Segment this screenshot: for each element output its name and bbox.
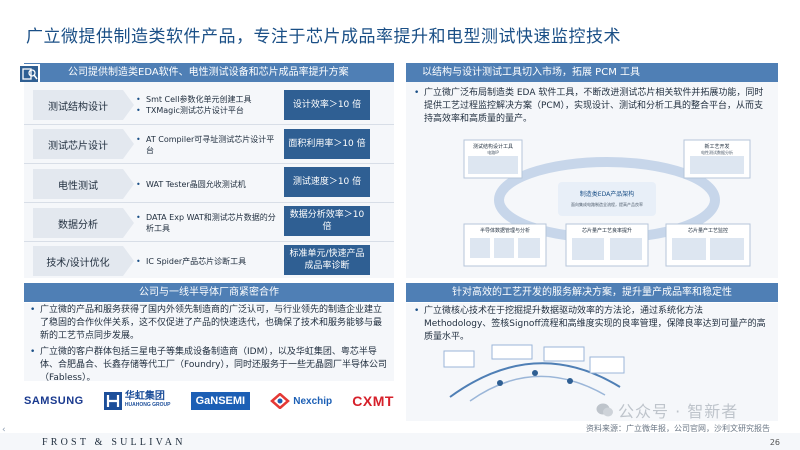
row-label-data-analysis: 数据分析 [33, 208, 134, 238]
metric-test-speed: 测试速度＞10 倍 [284, 167, 370, 197]
watermark: 公众号 · 智新者 [596, 398, 738, 422]
process-point [532, 370, 538, 376]
mini-chart [468, 156, 518, 174]
bullet-dot: • [414, 88, 420, 98]
diagram-label-top-right-sub: 电性测试数据分析 [701, 149, 733, 155]
process-node [491, 344, 533, 360]
right-top-paragraph: • 广立微广泛布局制造类 EDA 软件工具，不断改进测试芯片相关软件并拓展功能，… [414, 88, 764, 124]
left-bottom-panel [24, 303, 394, 381]
page-number: 26 [769, 438, 780, 447]
diagram-label-top-left: 测试结构设计工具 [473, 143, 513, 150]
mini-chart [610, 238, 642, 260]
left-top-header: 公司提供制造类EDA软件、电性测试设备和芯片成品率提升方案 [24, 63, 394, 82]
logo-huahong: 华虹集团 HUAHONG GROUP [103, 392, 170, 410]
process-arc [449, 362, 621, 398]
diagram-label-bottom-right: 芯片量产工艺监控 [688, 227, 728, 234]
diagram-label-bottom-left: 半导体数据管理与分析 [480, 227, 530, 234]
wechat-icon [596, 403, 613, 417]
row-bullets-test-chip: AT Compiler可寻址测试芯片设计平台 [136, 134, 282, 156]
mini-chart [690, 156, 744, 174]
footer-bar [0, 433, 800, 450]
right-top-header: 以结构与设计测试工具切入市场，拓展 PCM 工具 [406, 63, 778, 82]
bullet-dot: • [30, 305, 36, 315]
search-document-icon [18, 64, 40, 84]
eda-architecture-diagram: 测试结构设计工具 电路IP 新工艺开发 电性测试数据分析 制造类EDA产品架构 … [463, 139, 751, 267]
right-bottom-header: 针对高效的工艺开发的服务解决方案，提升量产成品率和稳定性 [406, 283, 778, 302]
mini-chart [518, 238, 540, 258]
metric-area-utilization: 面积利用率＞10 倍 [284, 129, 370, 159]
metric-design-efficiency: 设计效率＞10 倍 [284, 90, 370, 120]
bullet-dot: • [414, 306, 420, 316]
process-node [443, 350, 475, 368]
logo-gansemi: GaNSEMI [190, 392, 251, 410]
row-divider [24, 163, 394, 164]
row-bullets-data-analysis: DATA Exp WAT和测试芯片数据的分析工具 [136, 212, 282, 234]
left-bottom-header: 公司与一线半导体厂商紧密合作 [24, 283, 394, 302]
row-divider [24, 124, 394, 125]
bullet-dot: • [30, 347, 36, 357]
chevron-left-icon[interactable]: ‹ [2, 425, 6, 435]
row-divider [24, 241, 394, 242]
mini-chart [470, 238, 490, 258]
mini-chart [572, 238, 604, 260]
row-label-electrical-test: 电性测试 [33, 169, 134, 199]
row-bullets-electrical-test: WAT Tester晶圆允收测试机 [136, 179, 282, 190]
diagram-label-top-right: 新工艺开发 [704, 143, 729, 150]
diagram-label-top-left-sub: 电路IP [487, 149, 499, 155]
bullet-item: IC Spider产品芯片诊断工具 [136, 256, 282, 267]
right-bottom-paragraph: • 广立微核心技术在于挖掘提升数据驱动效率的方法论，通过系统化方法 Method… [414, 306, 766, 342]
footer-brand: FROST & SULLIVAN [42, 437, 186, 448]
bullet-item: Smt Cell参数化单元创建工具 [136, 94, 282, 105]
yield-process-diagram [443, 344, 625, 402]
mini-chart [494, 238, 514, 258]
diagram-label-center: 制造类EDA产品架构 [580, 190, 634, 198]
bullet-item: AT Compiler可寻址测试芯片设计平台 [136, 134, 282, 156]
logo-nexchip: Nexchip [270, 393, 332, 409]
diagram-label-bottom-mid: 芯片量产工艺良率提升 [582, 227, 632, 234]
customer-logos: SAMSUNG 华虹集团 HUAHONG GROUP GaNSEMI Nexch… [24, 388, 394, 414]
row-divider [24, 202, 394, 203]
process-node [543, 346, 585, 362]
row-label-tech-design-opt: 技术/设计优化 [33, 246, 134, 276]
process-arc-inner [469, 375, 606, 402]
mini-chart [710, 238, 744, 260]
process-node [589, 356, 625, 374]
metric-analysis-efficiency: 数据分析效率＞10 倍 [284, 206, 370, 236]
left-bottom-paragraph-2: • 广立微的客户群体包括三星电子等集成设备制造商（IDM），以及华虹集团、粤芯半… [30, 347, 388, 383]
page-title: 广立微提供制造类软件产品，专注于芯片成品率提升和电型测试快速监控技术 [26, 27, 621, 47]
source-note: 资料来源：广立微年报，公司官网，沙利文研究报告 [586, 424, 770, 433]
row-label-test-chip: 测试芯片设计 [33, 129, 134, 159]
huahong-emblem-icon [103, 392, 122, 410]
logo-samsung: SAMSUNG [24, 395, 84, 407]
bullet-item: DATA Exp WAT和测试芯片数据的分析工具 [136, 212, 282, 234]
row-bullets-test-structure: Smt Cell参数化单元创建工具 TXMagic测试芯片设计平台 [136, 94, 282, 116]
row-label-test-structure: 测试结构设计 [33, 90, 134, 120]
bullet-item: TXMagic测试芯片设计平台 [136, 105, 282, 116]
metric-yield-diagnosis: 标准单元/快速产品成品率诊断 [284, 245, 370, 275]
left-bottom-paragraph-1: • 广立微的产品和服务获得了国内外领先制造商的广泛认可，与行业领先的制造企业建立… [30, 305, 383, 341]
bullet-item: WAT Tester晶圆允收测试机 [136, 179, 282, 190]
logo-cxmt: CXMT [352, 393, 394, 409]
row-bullets-tech-design-opt: IC Spider产品芯片诊断工具 [136, 256, 282, 267]
process-point [567, 378, 573, 384]
diagram-center-plate [558, 182, 656, 216]
process-point [497, 380, 503, 386]
diagram-label-center-sub: 面向集成电路制造全流程，提高产品良率 [571, 201, 643, 207]
nexchip-emblem-icon [270, 393, 291, 409]
mini-chart [672, 238, 706, 260]
